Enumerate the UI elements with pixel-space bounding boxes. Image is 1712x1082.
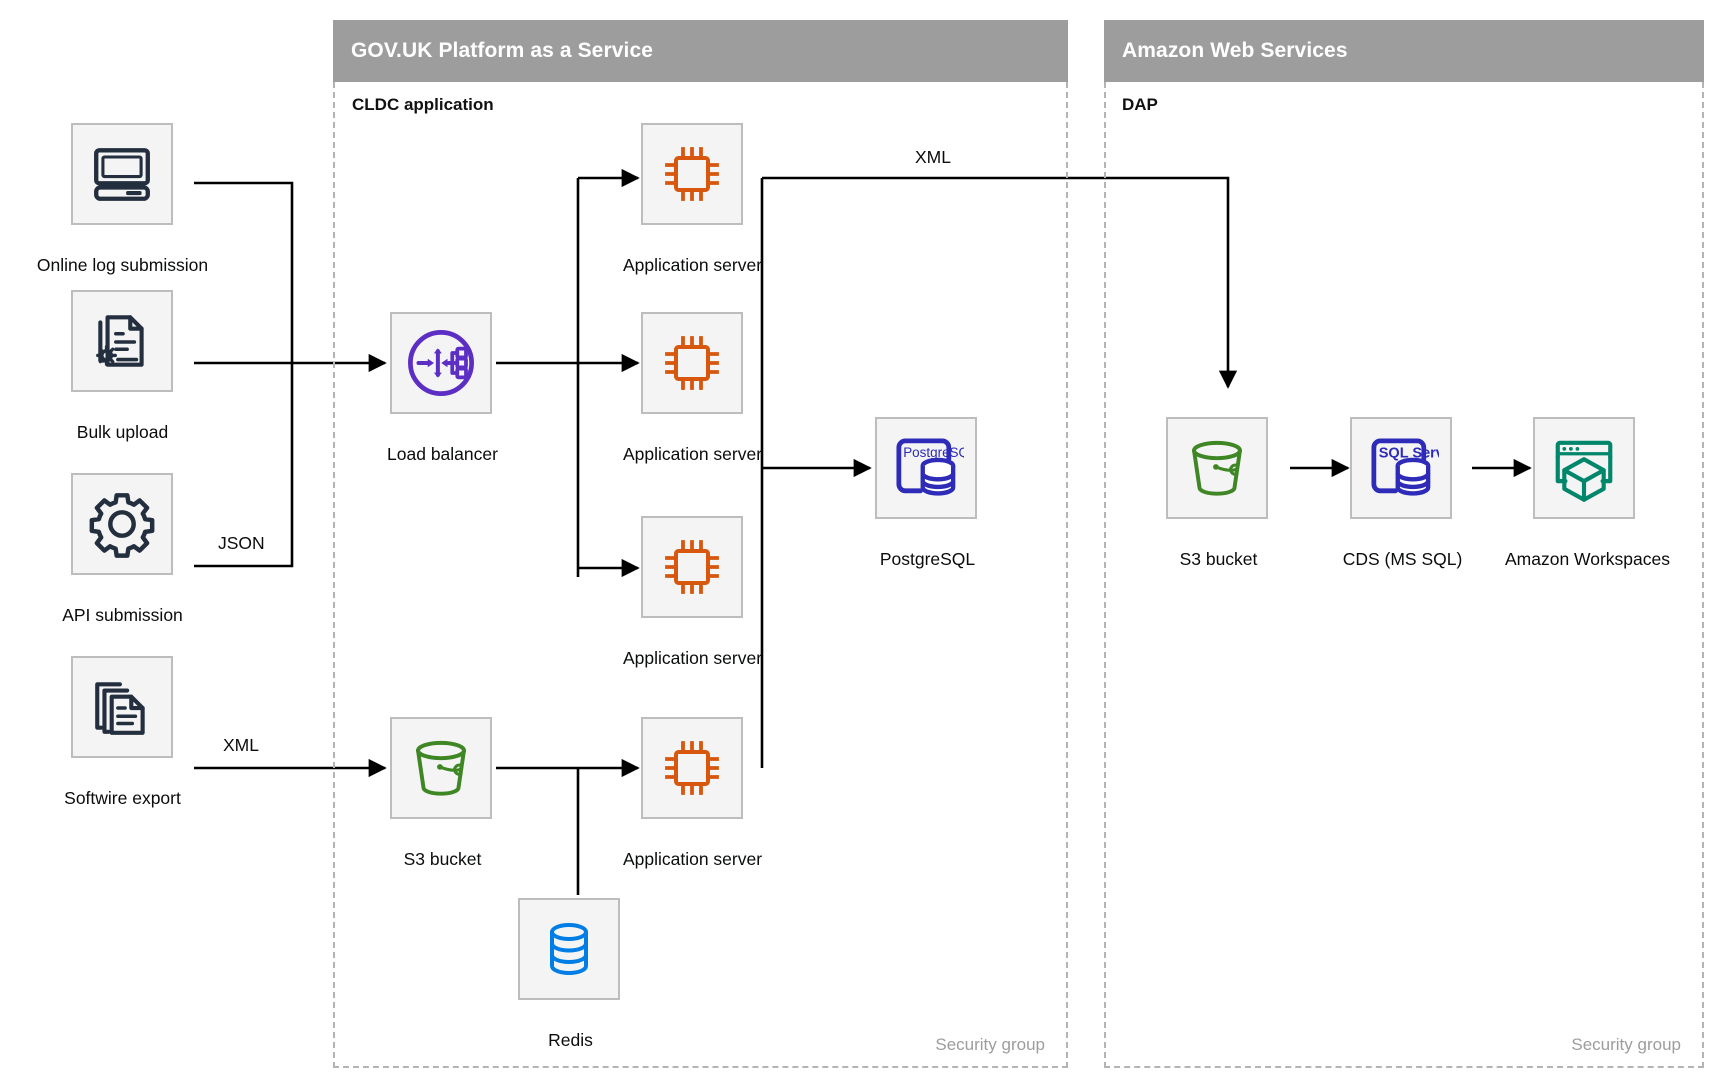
node-api-submission[interactable] xyxy=(71,473,173,575)
node-bulk-upload[interactable] xyxy=(71,290,173,392)
node-label-app-server-3: Application server xyxy=(622,648,763,668)
node-load-balancer[interactable] xyxy=(390,312,492,414)
node-label-app-server-4: Application server xyxy=(622,849,763,869)
node-label-online-log-submission: Online log submission xyxy=(36,255,209,275)
node-label-app-server-1: Application server xyxy=(622,255,763,275)
cpu-chip-icon xyxy=(660,535,724,599)
sql-server-badge-text: SQL Server xyxy=(1379,446,1439,462)
node-app-server-4[interactable] xyxy=(641,717,743,819)
node-s3-bucket-aws[interactable] xyxy=(1166,417,1268,519)
node-label-api-submission: API submission xyxy=(62,605,183,625)
database-icon xyxy=(537,917,601,981)
desktop-computer-icon xyxy=(89,141,155,207)
document-stack-icon xyxy=(89,674,155,740)
node-amazon-workspaces[interactable] xyxy=(1533,417,1635,519)
sql-server-icon: SQL Server xyxy=(1363,430,1439,506)
node-softwire-export[interactable] xyxy=(71,656,173,758)
load-balancer-icon xyxy=(401,323,481,403)
zone-header-aws: Amazon Web Services xyxy=(1104,20,1704,82)
node-label-amazon-workspaces: Amazon Workspaces xyxy=(1504,549,1671,569)
security-group-label-aws: Security group xyxy=(1571,1035,1681,1054)
gear-icon xyxy=(88,490,156,558)
zone-subtitle-aws: DAP xyxy=(1122,95,1158,114)
cpu-chip-icon xyxy=(660,142,724,206)
postgresql-badge-text: PostgreSQL xyxy=(903,445,964,460)
cpu-chip-icon xyxy=(660,331,724,395)
postgresql-icon: PostgreSQL xyxy=(888,430,964,506)
node-s3-bucket-paas[interactable] xyxy=(390,717,492,819)
node-app-server-3[interactable] xyxy=(641,516,743,618)
node-label-bulk-upload: Bulk upload xyxy=(76,422,169,442)
node-app-server-2[interactable] xyxy=(641,312,743,414)
node-label-postgresql: PostgreSQL xyxy=(879,549,976,569)
node-redis[interactable] xyxy=(518,898,620,1000)
edge-label-xml-dap: XML xyxy=(910,147,956,168)
node-label-redis: Redis xyxy=(548,1030,593,1050)
edge-label-json: JSON xyxy=(213,533,270,554)
node-postgresql[interactable]: PostgreSQL xyxy=(875,417,977,519)
node-label-cds-ms-sql: CDS (MS SQL) xyxy=(1342,549,1463,569)
cpu-chip-icon xyxy=(660,736,724,800)
s3-bucket-icon xyxy=(1182,433,1252,503)
workspaces-icon xyxy=(1549,433,1619,503)
zone-title-paas: GOV.UK Platform as a Service xyxy=(351,39,653,62)
zone-subtitle-paas: CLDC application xyxy=(352,95,494,114)
node-label-s3-bucket-paas: S3 bucket xyxy=(403,849,482,869)
node-cds-ms-sql[interactable]: SQL Server xyxy=(1350,417,1452,519)
node-app-server-1[interactable] xyxy=(641,123,743,225)
node-label-softwire-export: Softwire export xyxy=(64,788,181,808)
zone-box-aws xyxy=(1104,82,1704,1068)
document-gear-icon xyxy=(89,308,155,374)
edge-label-xml-softwire: XML xyxy=(218,735,264,756)
zone-header-paas: GOV.UK Platform as a Service xyxy=(333,20,1068,82)
node-label-load-balancer: Load balancer xyxy=(387,444,498,464)
s3-bucket-icon xyxy=(406,733,476,803)
node-online-log-submission[interactable] xyxy=(71,123,173,225)
node-label-app-server-2: Application server xyxy=(622,444,763,464)
zone-box-paas xyxy=(333,82,1068,1068)
security-group-label-paas: Security group xyxy=(935,1035,1045,1054)
zone-title-aws: Amazon Web Services xyxy=(1122,39,1348,62)
node-label-s3-bucket-aws: S3 bucket xyxy=(1179,549,1258,569)
